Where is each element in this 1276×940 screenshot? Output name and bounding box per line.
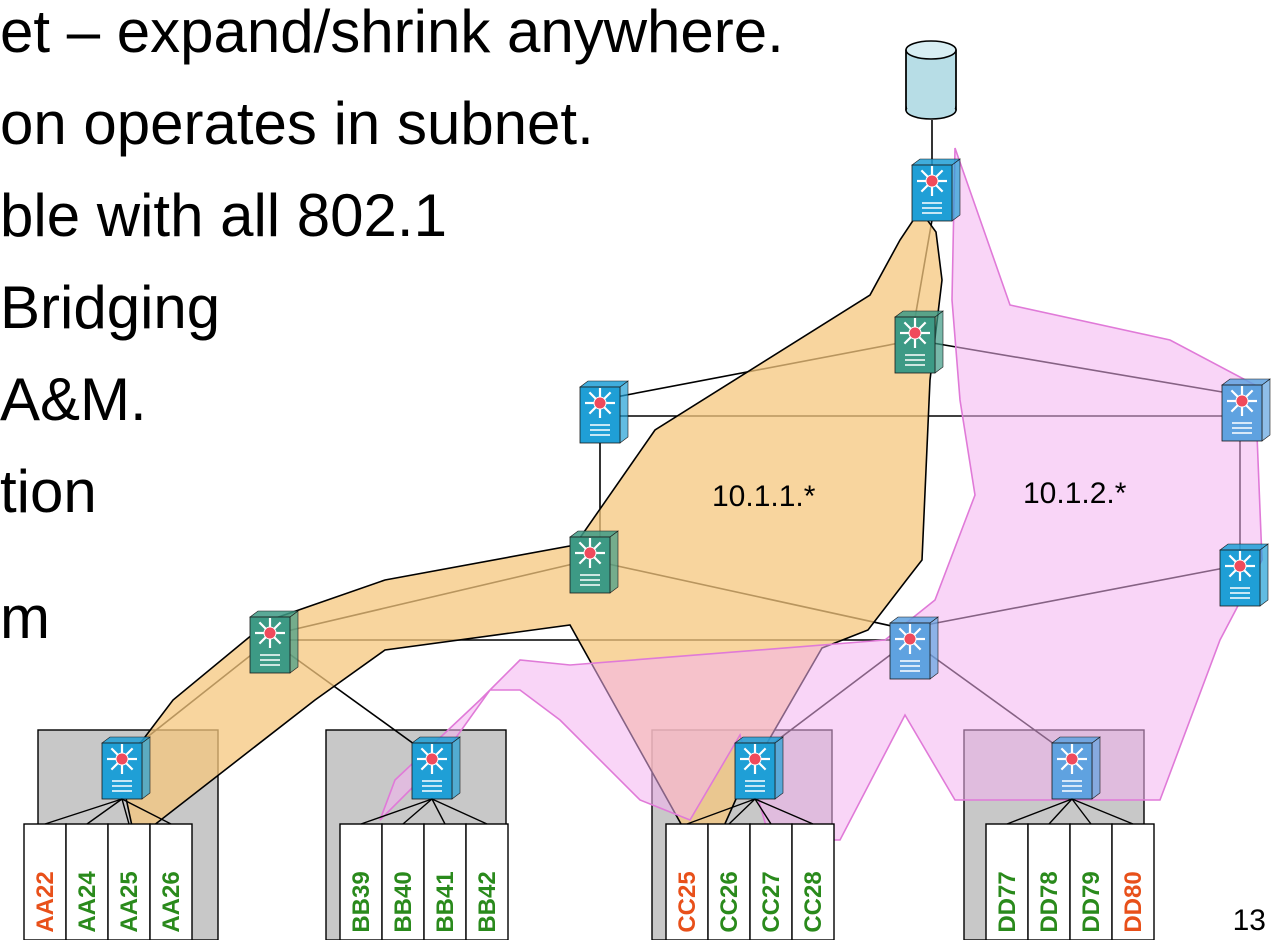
mid-switch-icon [569, 530, 619, 594]
host-link [360, 798, 433, 825]
host-card: BB41 [423, 823, 467, 940]
host-link [431, 798, 488, 825]
host-label: CC28 [800, 871, 827, 932]
subnet-2-label: 10.1.2.* [1023, 477, 1127, 510]
host-label: AA24 [74, 871, 101, 933]
host-card: AA24 [65, 823, 109, 940]
host-link [728, 798, 756, 825]
bullet-line: Bridging [0, 274, 221, 341]
host-card: AA22 [23, 823, 67, 940]
host-label: BB41 [432, 871, 459, 932]
host-card: CC27 [749, 823, 793, 940]
host-link [121, 798, 172, 825]
rack-switch-bb-icon [411, 736, 461, 800]
host-label: CC26 [716, 871, 743, 932]
host-card: AA25 [107, 823, 151, 940]
host-label: CC25 [674, 871, 701, 932]
host-label: BB40 [390, 871, 417, 932]
host-card: BB42 [465, 823, 509, 940]
host-label: CC27 [758, 871, 785, 932]
bullet-line: A&M. [0, 366, 147, 433]
subnet-1-label: 10.1.1.* [712, 480, 816, 513]
host-link [44, 798, 123, 825]
host-card: BB40 [381, 823, 425, 940]
aggregation-switch-icon [894, 310, 944, 374]
host-card: AA26 [149, 823, 193, 940]
host-label: DD77 [994, 871, 1021, 932]
bullet-line: on operates in subnet. [0, 90, 594, 157]
host-link [1071, 798, 1092, 825]
tor-switch-left-icon [249, 610, 299, 674]
host-link [86, 798, 123, 825]
host-link [1006, 798, 1073, 825]
host-link [121, 798, 130, 825]
host-label: AA25 [116, 871, 143, 932]
left-switch-icon [579, 380, 629, 444]
host-label: AA22 [32, 871, 59, 932]
host-label: AA26 [158, 871, 185, 932]
right-switch-icon [1221, 378, 1271, 442]
host-link [402, 798, 433, 825]
host-card: CC25 [665, 823, 709, 940]
bullet-line: ble with all 802.1 [0, 182, 447, 249]
right-lower-switch-icon [1219, 543, 1269, 607]
host-label: BB42 [474, 871, 501, 932]
host-link [754, 798, 772, 825]
rack-switch-cc-icon [734, 736, 784, 800]
host-card: CC28 [791, 823, 835, 940]
host-link [754, 798, 814, 825]
host-link [1071, 798, 1134, 825]
host-label: DD79 [1078, 871, 1105, 932]
host-label: BB39 [348, 871, 375, 932]
host-label: DD78 [1036, 871, 1063, 932]
host-card: BB39 [339, 823, 383, 940]
rack-switch-aa-icon [101, 736, 151, 800]
tor-switch-right-icon [889, 616, 939, 680]
bullet-line: m [0, 584, 50, 651]
host-card: DD80 [1111, 823, 1155, 940]
host-card: DD79 [1069, 823, 1113, 940]
rack-switch-dd-icon [1051, 736, 1101, 800]
core-switch-icon [911, 158, 961, 222]
host-link [686, 798, 756, 825]
host-card: CC26 [707, 823, 751, 940]
database-icon [905, 40, 957, 120]
host-card: DD78 [1027, 823, 1071, 940]
page-number: 13 [1232, 904, 1266, 937]
host-card: DD77 [985, 823, 1029, 940]
host-label: DD80 [1120, 871, 1147, 932]
bullet-line: tion [0, 458, 97, 525]
host-link [1048, 798, 1073, 825]
bullet-line: et – expand/shrink anywhere. [0, 0, 784, 65]
host-link [431, 798, 446, 825]
